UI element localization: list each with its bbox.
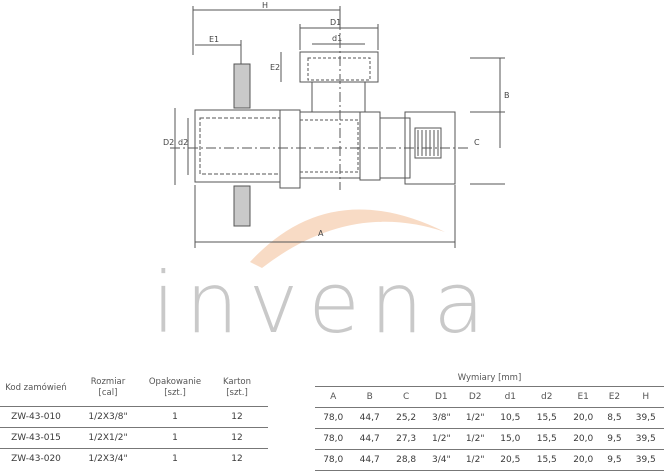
cell-d1: 15,0: [492, 428, 529, 450]
cell-D2: 1/2": [458, 428, 493, 450]
cell-H: 39,5: [627, 407, 664, 429]
cell-A: 78,0: [315, 407, 352, 429]
carton: 12: [206, 406, 268, 428]
cell-E1: 20,0: [564, 449, 602, 471]
order-code: ZW-43-020: [0, 448, 72, 469]
cell-D2: 1/2": [458, 449, 493, 471]
cell-H: 39,5: [627, 428, 664, 450]
size: 1/2X3/4": [72, 448, 144, 469]
cell-B: 44,7: [351, 449, 388, 471]
cell-C: 28,8: [387, 449, 425, 471]
cell-D1: 3/8": [424, 407, 459, 429]
table-row: 78,0 44,7 27,3 1/2" 1/2" 15,0 15,5 20,0 …: [315, 428, 664, 450]
cell-d2: 15,5: [528, 428, 565, 450]
cell-E2: 8,5: [601, 407, 628, 429]
cell-B: 44,7: [351, 428, 388, 450]
order-table-header: Kod zamówień Rozmiar [cal] Opakowanie [s…: [0, 370, 268, 407]
carton: 12: [206, 448, 268, 469]
cell-C: 25,2: [387, 407, 425, 429]
dim-label-H: H: [262, 1, 268, 10]
cell-E2: 9,5: [601, 428, 628, 450]
cell-D1: 1/2": [424, 428, 459, 450]
table-row: ZW-43-015 1/2X1/2" 1 12: [0, 427, 268, 449]
cell-B: 44,7: [351, 407, 388, 429]
dim-label-d1: d1: [332, 34, 342, 43]
dim-label-d2: d2: [178, 138, 188, 147]
dim-label-E1: E1: [209, 35, 219, 44]
package: 1: [144, 406, 206, 428]
table-row: ZW-43-020 1/2X3/4" 1 12: [0, 448, 268, 469]
col-B: B: [351, 386, 388, 408]
col-d2: d2: [528, 386, 565, 408]
cell-E1: 20,0: [564, 407, 602, 429]
dim-label-B: B: [504, 91, 510, 100]
col-E2: E2: [601, 386, 628, 408]
order-table: Kod zamówień Rozmiar [cal] Opakowanie [s…: [0, 370, 268, 469]
carton: 12: [206, 427, 268, 449]
cell-H: 39,5: [627, 449, 664, 471]
dim-label-A: A: [318, 229, 324, 238]
cell-C: 27,3: [387, 428, 425, 450]
cell-A: 78,0: [315, 449, 352, 471]
order-code: ZW-43-015: [0, 427, 72, 449]
table-row: ZW-43-010 1/2X3/8" 1 12: [0, 406, 268, 428]
package: 1: [144, 427, 206, 449]
col-d1: d1: [492, 386, 529, 408]
col-A: A: [315, 386, 352, 408]
table-row: 78,0 44,7 25,2 3/8" 1/2" 10,5 15,5 20,0 …: [315, 407, 664, 429]
order-code: ZW-43-010: [0, 406, 72, 428]
dim-label-E2: E2: [270, 63, 280, 72]
dim-label-D1: D1: [330, 18, 341, 27]
cell-d1: 20,5: [492, 449, 529, 471]
technical-drawing: invena: [152, 1, 510, 352]
col-order-code: Kod zamówień: [0, 370, 72, 407]
col-E1: E1: [564, 386, 602, 408]
col-D2: D2: [458, 386, 493, 408]
col-C: C: [387, 386, 425, 408]
dimensions-group-header: Wymiary [mm]: [315, 370, 664, 387]
col-carton: Karton [szt.]: [206, 370, 268, 407]
col-size: Rozmiar [cal]: [72, 370, 144, 407]
cell-E2: 9,5: [601, 449, 628, 471]
dimensions-column-header: A B C D1 D2 d1 d2 E1 E2 H: [315, 386, 664, 408]
col-D1: D1: [424, 386, 459, 408]
brand-logo: invena: [152, 254, 495, 352]
cell-d1: 10,5: [492, 407, 529, 429]
package: 1: [144, 448, 206, 469]
col-H: H: [627, 386, 664, 408]
cell-d2: 15,5: [528, 449, 565, 471]
cell-d2: 15,5: [528, 407, 565, 429]
cell-D1: 3/4": [424, 449, 459, 471]
col-package: Opakowanie [szt.]: [144, 370, 206, 407]
cell-E1: 20,0: [564, 428, 602, 450]
size: 1/2X3/8": [72, 406, 144, 428]
table-row: 78,0 44,7 28,8 3/4" 1/2" 20,5 15,5 20,0 …: [315, 449, 664, 471]
dim-label-D2: D2: [163, 138, 174, 147]
dim-label-C: C: [474, 138, 480, 147]
dimensions-table: Wymiary [mm] A B C D1 D2 d1 d2 E1 E2 H 7…: [315, 370, 664, 471]
cell-A: 78,0: [315, 428, 352, 450]
cell-D2: 1/2": [458, 407, 493, 429]
size: 1/2X1/2": [72, 427, 144, 449]
swoosh-decoration: [250, 209, 445, 268]
dimensions-title: Wymiary [mm]: [457, 373, 522, 383]
